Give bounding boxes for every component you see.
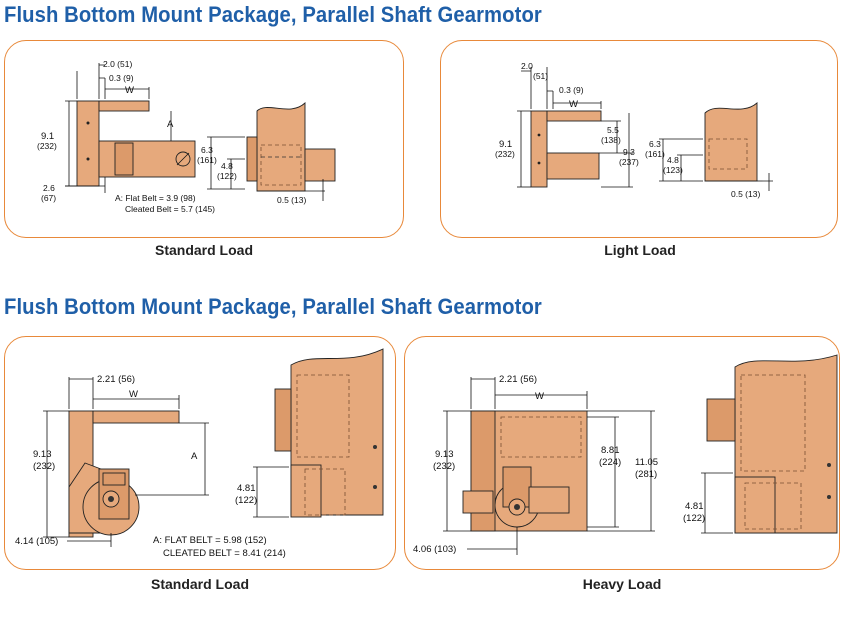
caption-light-load: Light Load	[604, 242, 676, 258]
frame-body	[530, 110, 548, 188]
dim-width: W	[569, 99, 578, 110]
dim-inner-offset: 0.3 (9)	[109, 73, 134, 83]
dim-a-label: A	[191, 451, 198, 462]
dim-h1105-mm: (281)	[635, 469, 657, 480]
dim-height-mm: (232)	[37, 141, 57, 151]
dim-top-offset-mm: (51)	[533, 71, 548, 81]
dim-bottom-offset: 4.14 (105)	[15, 536, 58, 547]
side-h1-in: 6.3	[201, 145, 213, 155]
side-view-motor	[706, 398, 736, 442]
conveyor-rail	[98, 100, 150, 112]
gear-cover	[102, 472, 126, 486]
dim-width: W	[125, 85, 134, 96]
dim-bottom-mm: (67)	[41, 193, 56, 203]
dim-top-offset: 2.0 (51)	[103, 59, 132, 69]
dim-height-mm: (232)	[33, 461, 55, 472]
standard-load-2-diagram: 2.21 (56) W 9.13 (232) A 4.14 (105) A: F…	[15, 348, 384, 559]
dim-bottom-offset: 4.06 (103)	[413, 544, 456, 555]
heavy-load-diagram: 2.21 (56) W 9.13 (232) 8.81 (224) 11.05 …	[413, 354, 838, 555]
side-h2-in: 4.8	[667, 155, 679, 165]
diagram-panel-standard-load: 2.0 (51) 0.3 (9) W 9.1 (232) A 2.6 (67) …	[4, 40, 404, 238]
frame-body	[76, 100, 100, 187]
side-h2-mm: (123)	[663, 165, 683, 175]
standard-load-diagram: 2.0 (51) 0.3 (9) W 9.1 (232) A 2.6 (67) …	[37, 59, 336, 214]
diagram-panel-heavy-load: 2.21 (56) W 9.13 (232) 8.81 (224) 11.05 …	[404, 336, 840, 570]
side-view-body	[256, 101, 306, 192]
side-view-lower	[290, 464, 322, 518]
section-title: Flush Bottom Mount Package, Parallel Sha…	[4, 2, 542, 27]
side-h-mm: (122)	[235, 495, 257, 506]
side-view-motor	[304, 148, 336, 182]
dim-top-offset-in: 2.0	[521, 61, 533, 71]
dim-width: W	[129, 389, 138, 400]
gearmotor-body	[546, 152, 600, 180]
dim-height-in: 9.13	[33, 449, 52, 460]
dim-top-offset: 2.21 (56)	[97, 374, 135, 385]
side-h-in: 4.81	[685, 501, 704, 512]
side-view-plate	[246, 136, 258, 182]
dim-height-in: 9.13	[435, 449, 454, 460]
side-view-motor	[274, 388, 292, 452]
diagram-panel-light-load: 2.0 (51) 0.3 (9) W 9.1 (232) 5.5 (138) 9…	[440, 40, 838, 238]
motor-housing	[114, 142, 134, 176]
belt-cleated-note: CLEATED BELT = 8.41 (214)	[163, 548, 286, 559]
dim-height-in: 9.1	[41, 131, 54, 142]
dim-h881-mm: (224)	[599, 457, 621, 468]
gearbox	[528, 486, 570, 514]
dim-height-in: 9.1	[499, 139, 512, 150]
belt-flat-note: A: Flat Belt = 3.9 (98)	[115, 193, 196, 203]
belt-cleated-note: Cleated Belt = 5.7 (145)	[125, 204, 215, 214]
belt-flat-note: A: FLAT BELT = 5.98 (152)	[153, 535, 267, 546]
side-h-in: 4.81	[237, 483, 256, 494]
dim-h55-in: 5.5	[607, 125, 619, 135]
caption-heavy-load: Heavy Load	[582, 576, 662, 592]
side-h2-in: 4.8	[221, 161, 233, 171]
motor-stub	[462, 490, 494, 514]
dim-h1105-in: 11.05	[635, 457, 658, 468]
dim-a-label: A	[167, 119, 174, 130]
light-load-diagram: 2.0 (51) 0.3 (9) W 9.1 (232) 5.5 (138) 9…	[495, 61, 773, 199]
side-h1-mm: (161)	[645, 149, 665, 159]
caption-standard-load-2: Standard Load	[150, 576, 250, 592]
caption-standard-load: Standard Load	[154, 242, 254, 258]
dim-bottom-in: 2.6	[43, 183, 55, 193]
side-h1-in: 6.3	[649, 139, 661, 149]
section-title: Flush Bottom Mount Package, Parallel Sha…	[4, 294, 542, 319]
side-offset: 0.5 (13)	[731, 189, 760, 199]
side-h1-mm: (161)	[197, 155, 217, 165]
dim-h93-in: 9.3	[623, 147, 635, 157]
dim-inner-offset: 0.3 (9)	[559, 85, 584, 95]
side-offset: 0.5 (13)	[277, 195, 306, 205]
dim-height-mm: (232)	[495, 149, 515, 159]
conveyor-rail	[546, 110, 602, 122]
dim-height-mm: (232)	[433, 461, 455, 472]
dim-top-offset: 2.21 (56)	[499, 374, 537, 385]
dim-h55-mm: (138)	[601, 135, 621, 145]
diagram-panel-standard-load-2: 2.21 (56) W 9.13 (232) A 4.14 (105) A: F…	[4, 336, 396, 570]
dim-h93-mm: (237)	[619, 157, 639, 167]
side-view-body	[704, 102, 758, 182]
dim-h881-in: 8.81	[601, 445, 620, 456]
dim-width: W	[535, 391, 544, 402]
side-h-mm: (122)	[683, 513, 705, 524]
side-h2-mm: (122)	[217, 171, 237, 181]
conveyor-rail	[92, 410, 180, 424]
side-view-lower	[734, 476, 776, 534]
